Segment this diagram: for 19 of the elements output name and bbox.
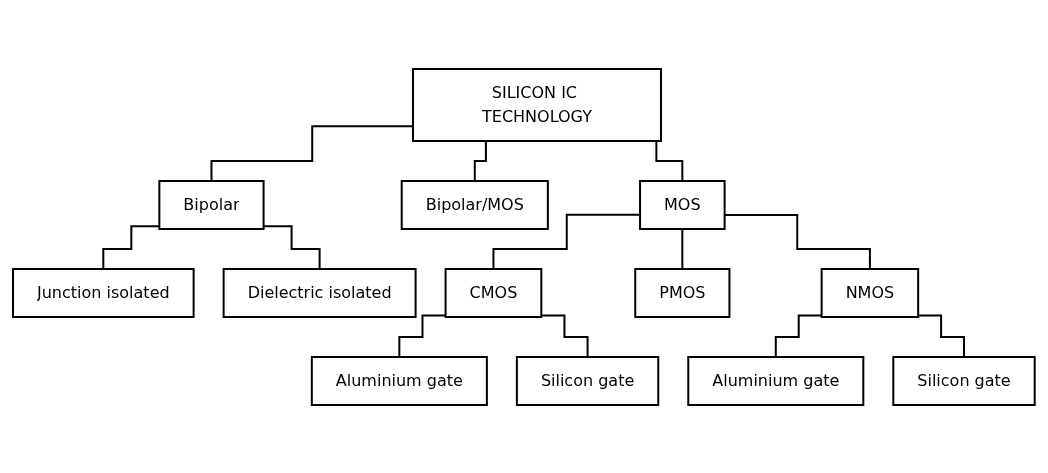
node-box: Silicon gate	[892, 355, 1036, 406]
node-box: Silicon gate	[516, 355, 660, 406]
node-box: Dielectric isolated	[222, 267, 417, 318]
node-box: NMOS	[820, 267, 920, 318]
node-box: Aluminium gate	[687, 355, 865, 406]
connector	[398, 313, 447, 358]
connector	[262, 224, 321, 270]
connector	[917, 314, 966, 358]
node-box: PMOS	[634, 267, 731, 318]
node-box: Junction isolated	[12, 267, 195, 318]
node-box: CMOS	[444, 267, 543, 318]
node-box: Bipolar	[158, 179, 265, 230]
node-box: MOS	[639, 179, 726, 230]
connector	[681, 227, 684, 270]
connector	[540, 313, 589, 358]
node-box: Bipolar/MOS	[400, 179, 549, 230]
connector	[774, 314, 823, 358]
node-box: Aluminium gate	[310, 355, 488, 406]
node-box: SILICON IC TECHNOLOGY	[412, 67, 663, 142]
